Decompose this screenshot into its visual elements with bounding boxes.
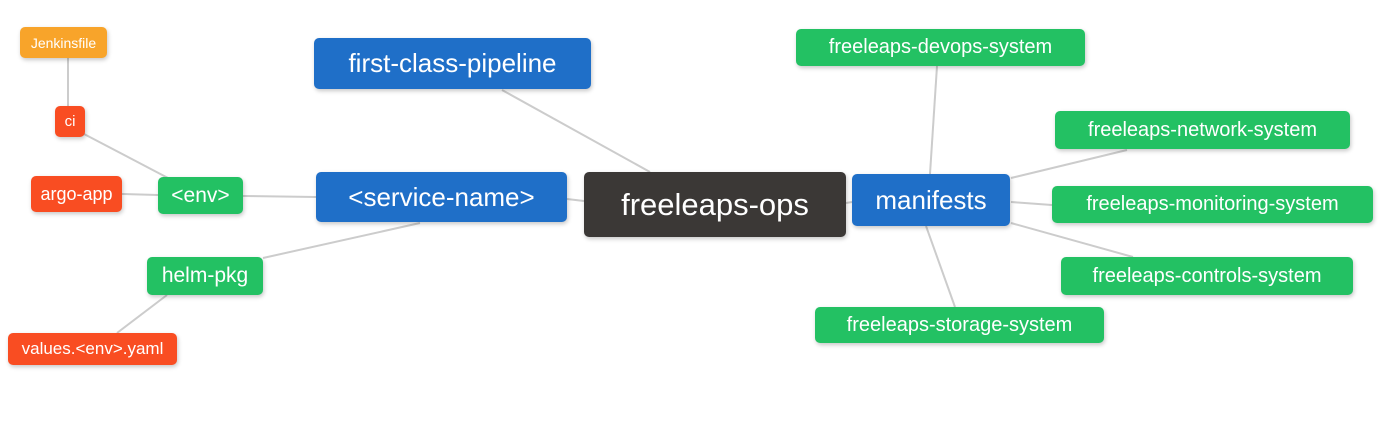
node-values-yaml[interactable]: values.<env>.yaml [8,333,177,365]
node-devops-system[interactable]: freeleaps-devops-system [796,29,1085,66]
node-monitoring-system[interactable]: freeleaps-monitoring-system [1052,186,1373,223]
node-root-freeleaps-ops[interactable]: freeleaps-ops [584,172,846,237]
edge-env-service-name [242,195,317,198]
node-storage-system[interactable]: freeleaps-storage-system [815,307,1104,343]
node-controls-system[interactable]: freeleaps-controls-system [1061,257,1353,295]
node-helm-pkg[interactable]: helm-pkg [147,257,263,295]
edge-helm-pkg-values-yaml [116,294,168,334]
node-manifests[interactable]: manifests [852,174,1010,226]
node-jenkinsfile[interactable]: Jenkinsfile [20,27,107,58]
node-first-class-pipeline[interactable]: first-class-pipeline [314,38,591,89]
edge-manifests-monitoring [1010,201,1053,206]
edge-root-manifests [845,201,853,204]
node-service-name[interactable]: <service-name> [316,172,567,222]
edge-service-name-helm-pkg [262,222,421,259]
edge-argo-app-env [121,193,159,196]
edge-manifests-storage [925,225,956,308]
edge-manifests-devops [929,65,938,175]
node-ci[interactable]: ci [55,106,85,137]
edge-ci-env [83,133,169,179]
node-env[interactable]: <env> [158,177,243,214]
node-network-system[interactable]: freeleaps-network-system [1055,111,1350,149]
edge-manifests-controls [1010,222,1134,258]
edge-service-name-root [566,198,585,202]
node-argo-app[interactable]: argo-app [31,176,122,212]
edge-pipeline-root [501,89,651,173]
edge-manifests-network [1010,149,1128,179]
